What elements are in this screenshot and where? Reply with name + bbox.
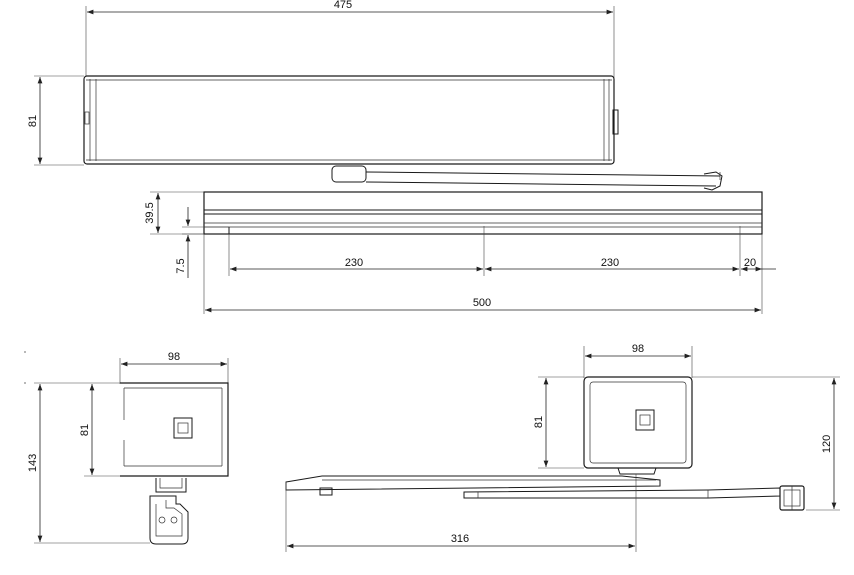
side-view-left: 98 81 143 [24,351,229,545]
dim-label-81-right: 81 [533,416,545,428]
dim-label-98-left: 98 [168,351,180,363]
closer-arm-right [285,475,805,511]
dim-label-81-left: 81 [79,424,91,436]
dim-label-98-right: 98 [632,343,644,355]
rail-view: 39.5 7.5 230 230 20 500 [144,191,776,314]
dim-label-500: 500 [473,297,491,309]
arm-link-top [331,165,723,191]
top-view: 475 81 [27,0,723,191]
dim-label-81-top: 81 [27,115,39,127]
dim-label-39-5: 39.5 [144,202,156,223]
dim-label-230-left: 230 [345,257,363,269]
dim-label-316: 316 [451,533,469,545]
dim-label-143: 143 [27,454,39,472]
dim-label-120: 120 [821,435,833,453]
dim-label-475: 475 [334,0,352,11]
closer-body-right [583,376,693,475]
closer-body-left [120,382,229,477]
dim-label-7-5: 7.5 [175,258,187,273]
closer-body-top [83,75,619,165]
dim-label-20: 20 [744,257,756,269]
rail-profile-left [149,478,189,545]
rail [203,191,763,235]
side-view-right: 98 81 120 [285,343,840,552]
dim-label-230-right: 230 [601,257,619,269]
